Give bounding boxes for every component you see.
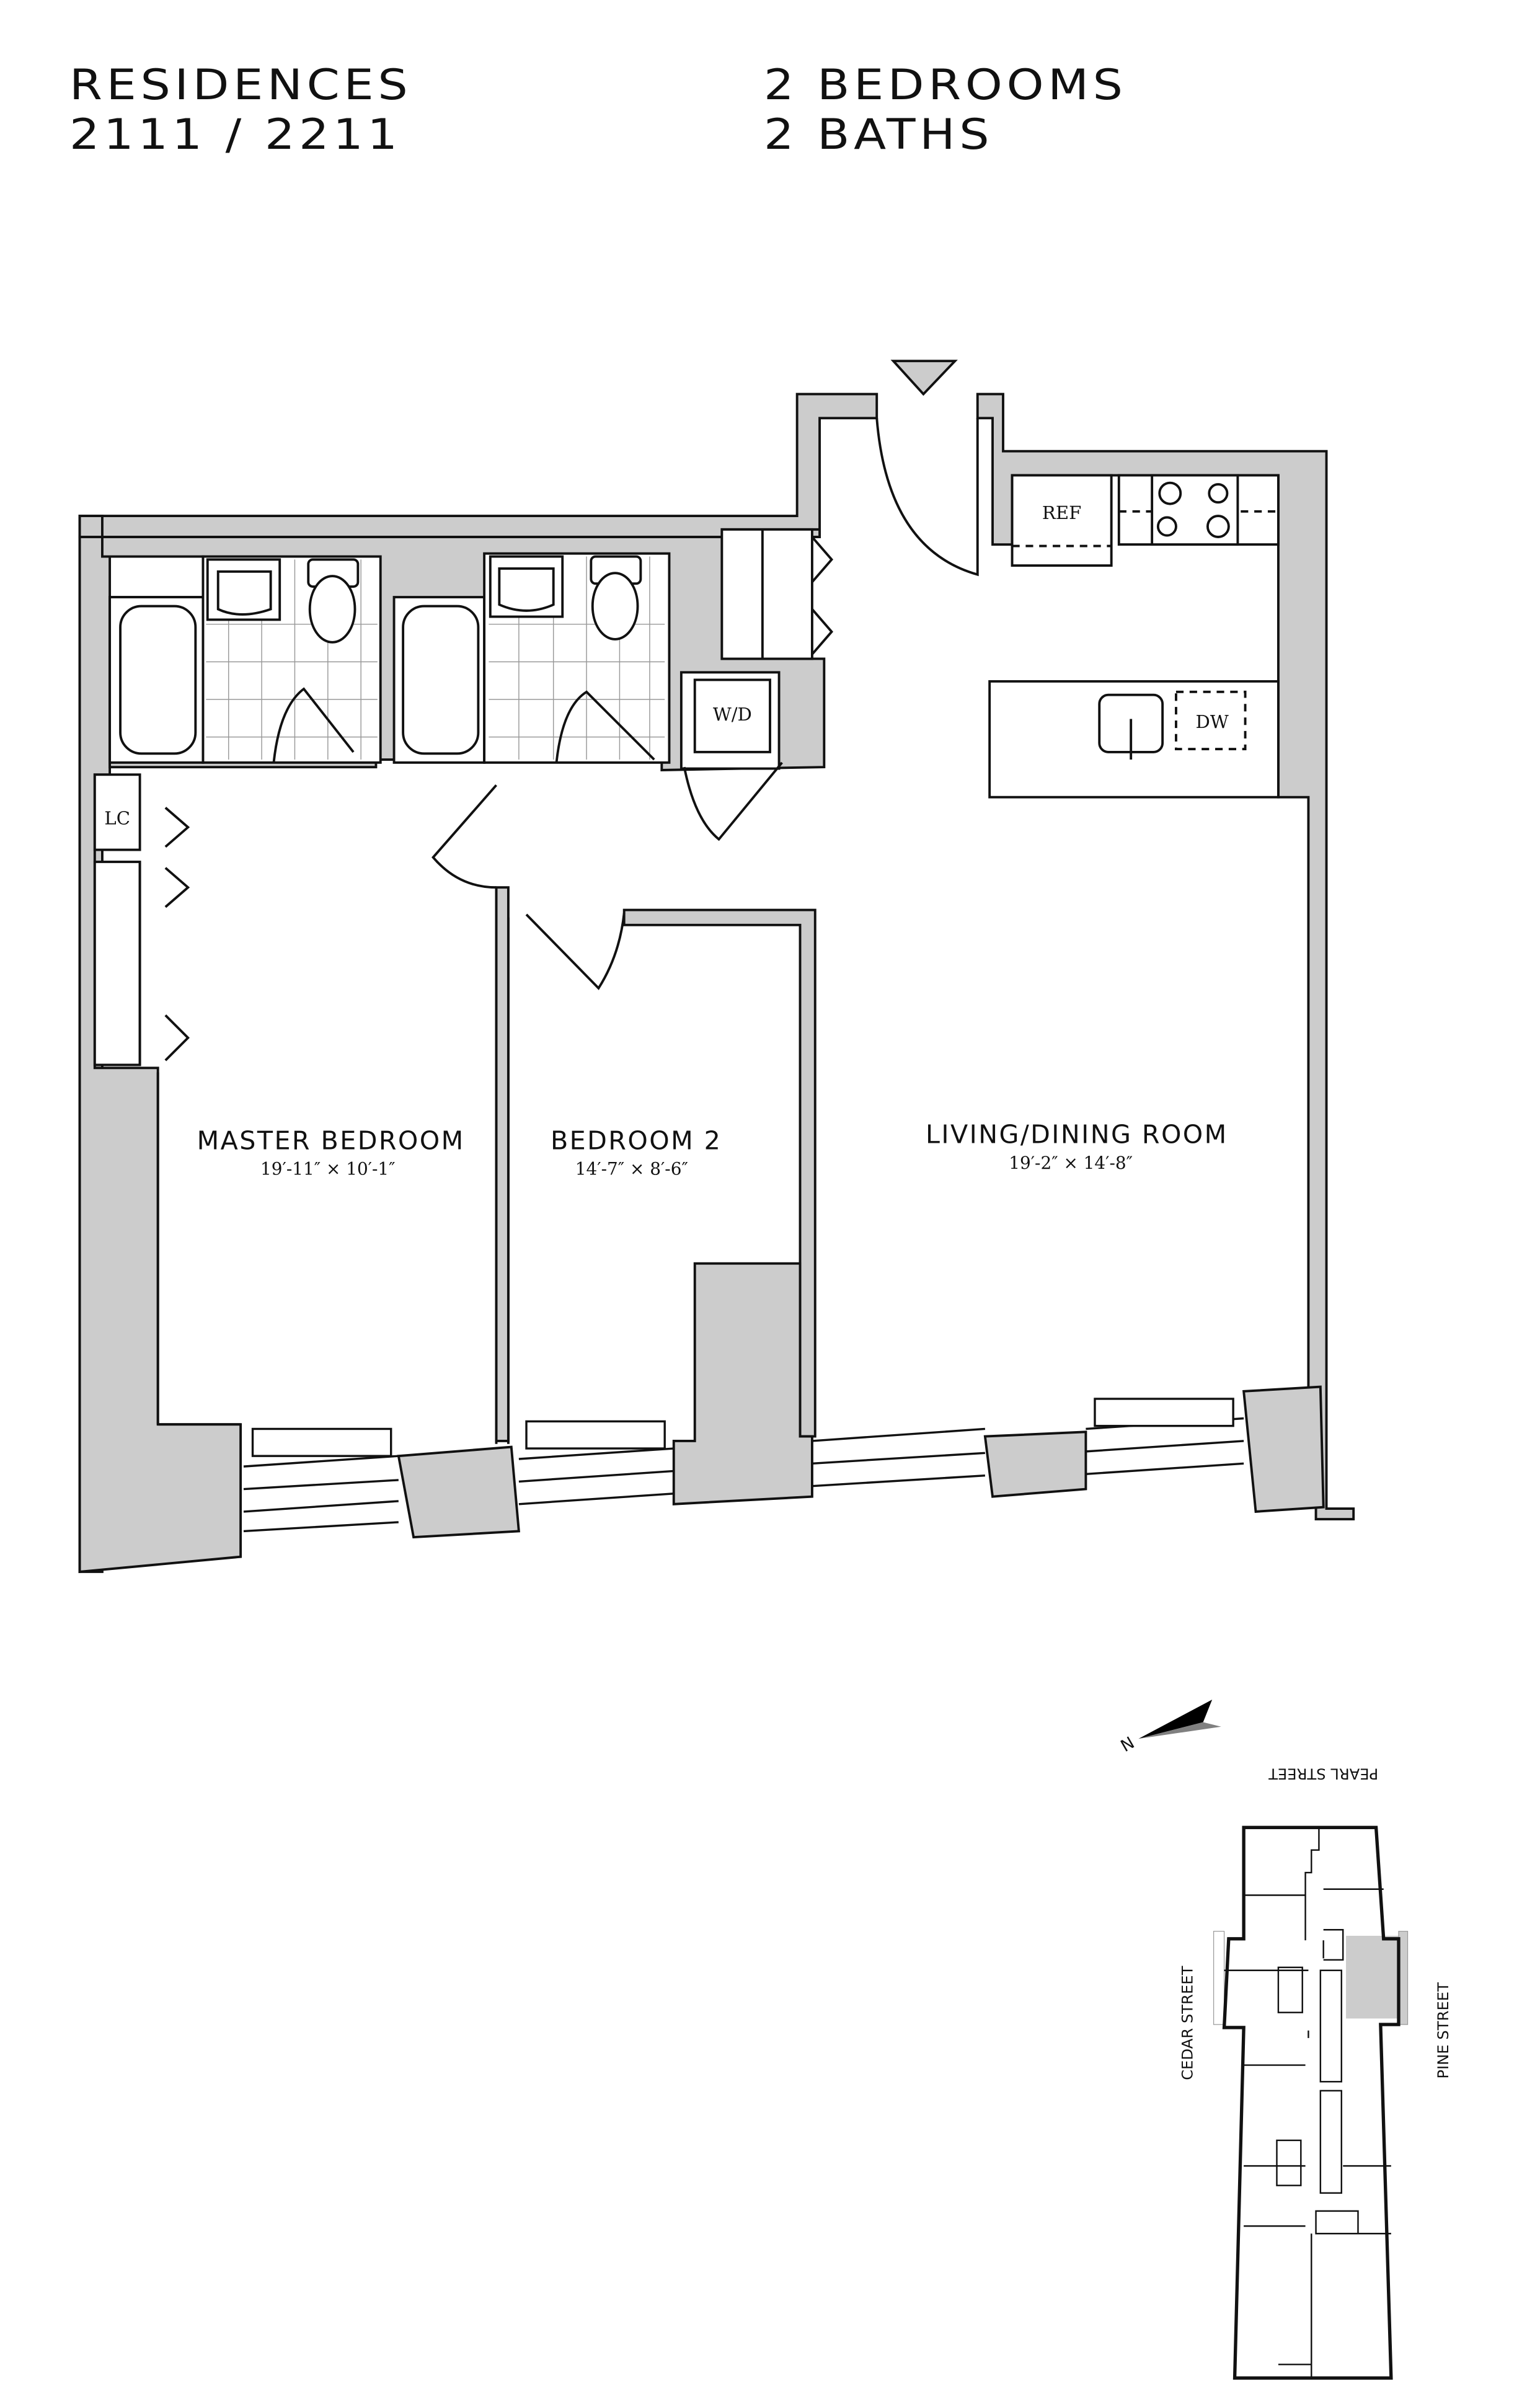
exterior-walls xyxy=(78,392,878,538)
room-bedroom-2-dims: 14′-7″ × 8′-6″ xyxy=(575,1159,688,1179)
wall-bedroom-divider xyxy=(495,886,510,1442)
column-center xyxy=(397,1445,521,1539)
bedroom-count: 2 BEDROOMS xyxy=(764,61,1127,110)
column-right xyxy=(983,1430,1087,1498)
room-living-dining: LIVING/DINING ROOM xyxy=(926,1120,1228,1150)
linen-closet-label: LC xyxy=(104,807,130,828)
room-living-dining-dims: 19′-2″ × 14′-8″ xyxy=(1009,1153,1133,1173)
room-master-bedroom-dims: 19′-11″ × 10′-1″ xyxy=(260,1159,396,1179)
entry-arrow-icon xyxy=(890,360,958,396)
residence-numbers: 2111 / 2211 xyxy=(69,110,402,159)
unit-summary: 2 BEDROOMS 2 BATHS xyxy=(764,61,1127,160)
room-master-bedroom: MASTER BEDROOM xyxy=(197,1125,465,1155)
bathroom-2 xyxy=(392,552,671,764)
windows xyxy=(243,1398,1244,1533)
dishwasher xyxy=(1175,690,1247,750)
master-bedroom-outline xyxy=(156,1072,241,1426)
street-pearl: PEARL STREET xyxy=(1268,1765,1378,1783)
residence-header: RESIDENCES 2111 / 2211 xyxy=(69,61,412,160)
refrigerator xyxy=(1011,474,1113,567)
bath-count: 2 BATHS xyxy=(764,110,994,159)
master-closet xyxy=(93,861,141,1066)
dishwasher-label: DW xyxy=(1196,711,1229,732)
residence-label: RESIDENCES xyxy=(69,61,412,110)
bed2-door-swing xyxy=(525,913,626,990)
washer-dryer-label: W/D xyxy=(713,704,752,725)
svg-text:N: N xyxy=(1117,1733,1138,1756)
highlighted-unit xyxy=(1346,1935,1404,2019)
entry-closet xyxy=(720,528,813,660)
key-plan: PEARL STREET CEDAR STREET PINE STREET xyxy=(1179,1765,1452,2380)
street-cedar: CEDAR STREET xyxy=(1179,1966,1197,2080)
linen-closet xyxy=(93,773,141,851)
bathroom-1 xyxy=(108,555,382,764)
entry-door-swing xyxy=(875,418,979,577)
refrigerator-label: REF xyxy=(1042,502,1081,523)
apartment-plan xyxy=(78,360,1355,1574)
column-bed2 xyxy=(672,1262,813,1505)
column-corner xyxy=(1242,1385,1325,1513)
street-pine: PINE STREET xyxy=(1434,1982,1452,2079)
north-compass-icon: N xyxy=(1117,1700,1221,1756)
room-bedroom-2: BEDROOM 2 xyxy=(551,1125,722,1155)
master-door-swing xyxy=(431,784,497,889)
